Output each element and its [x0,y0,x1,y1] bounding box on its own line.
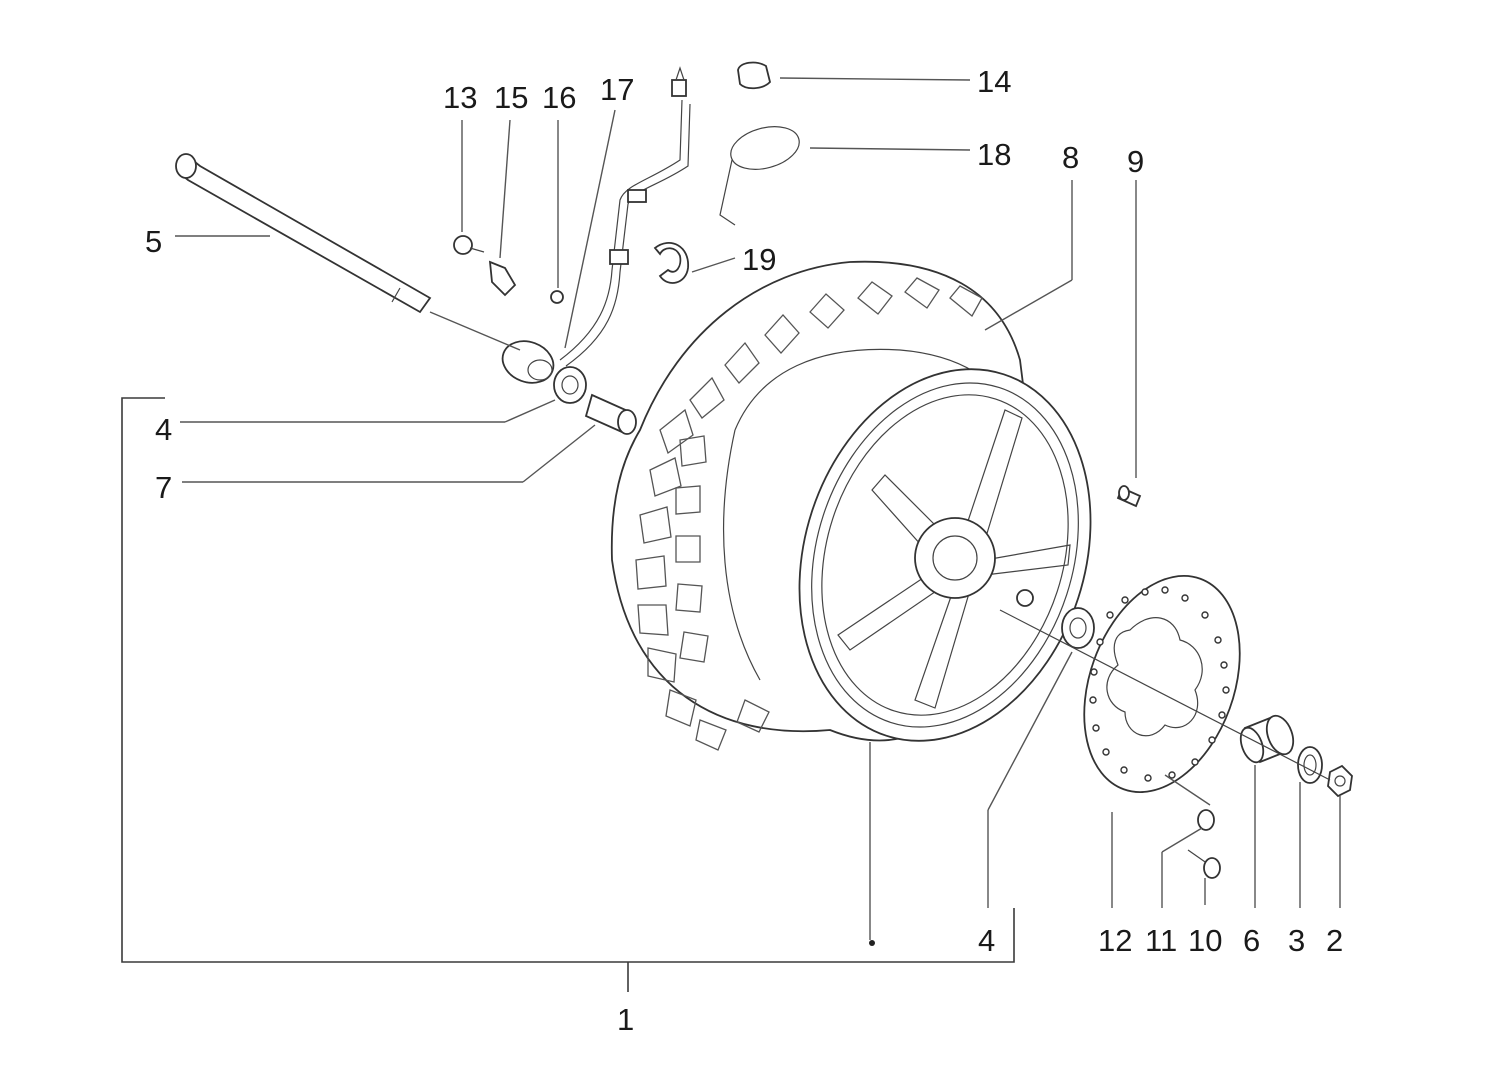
callout-7: 7 [155,470,172,505]
callout-4-left: 4 [155,412,172,447]
callout-16: 16 [542,80,576,115]
washer-11 [1197,809,1215,831]
rim [798,368,1092,742]
callout-10: 10 [1188,923,1222,958]
assembly-bracket [121,397,1015,992]
callout-4-right: 4 [978,923,995,958]
speedo-drive [501,66,691,384]
callout-1: 1 [617,1002,634,1037]
hub-spacer-6 [1239,714,1295,764]
nut-16 [550,290,564,304]
callout-11: 11 [1145,923,1177,958]
nut-2 [1327,764,1353,798]
bearing-left [553,366,587,404]
brake-disc [1083,575,1241,793]
callout-17: 17 [600,72,634,107]
clip-14 [737,61,771,90]
washer-3 [1297,746,1323,784]
spacer [584,393,637,435]
callout-18: 18 [977,137,1011,172]
callout-labels: 1 2 3 4 4 5 6 7 8 9 10 11 12 13 14 15 16… [145,64,1343,1037]
axle [175,153,432,314]
callout-14: 14 [977,64,1011,99]
screw-10 [1187,849,1221,879]
callout-19: 19 [742,242,776,277]
callout-9: 9 [1127,144,1144,179]
callout-3: 3 [1288,923,1305,958]
callout-6: 6 [1243,923,1260,958]
callout-13: 13 [443,80,477,115]
callout-8: 8 [1062,140,1079,175]
leader-lines [175,77,1341,940]
callout-5: 5 [145,224,162,259]
screw-13 [453,235,485,255]
callout-12: 12 [1098,923,1132,958]
clip-15 [488,260,517,297]
band-19 [653,242,689,284]
bolt-9 [1116,485,1142,508]
bearing-right [1061,607,1095,649]
callout-2: 2 [1326,923,1343,958]
callout-15: 15 [494,80,528,115]
wire-loop-18 [719,126,800,226]
